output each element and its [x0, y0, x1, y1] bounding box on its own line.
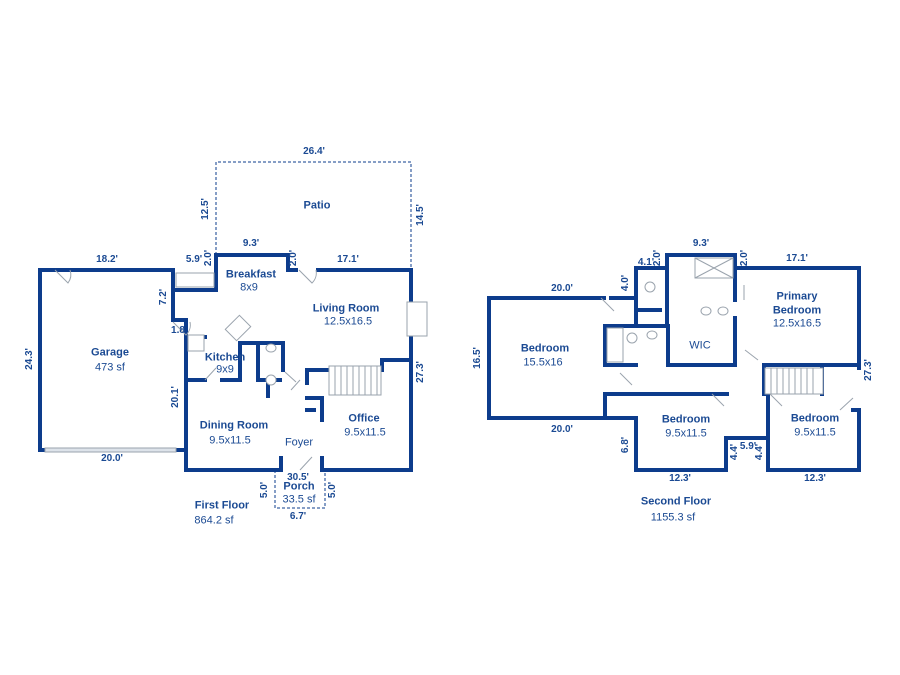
dim-sf-f: 4.4' — [729, 443, 740, 461]
dim-sf-right: 27.3' — [863, 359, 874, 381]
toilet-icon — [265, 374, 277, 386]
room-bed1-size: 15.5x16 — [523, 356, 563, 369]
room-garage-name: Garage — [91, 346, 129, 359]
room-bed3-size: 9.5x11.5 — [794, 426, 836, 439]
room-living-name: Living Room — [312, 302, 380, 315]
toilet-icon-2 — [644, 281, 656, 293]
room-primary-line1: Primary — [776, 290, 818, 303]
first-floor-area: 864.2 sf — [194, 514, 234, 527]
dim-sf-g: 5.9' — [739, 441, 757, 452]
dim-breakfast-top: 9.3' — [242, 238, 260, 249]
dim-porch-top: 30.5' — [287, 472, 309, 483]
dim-sf-bed2-bottom: 12.3' — [669, 473, 691, 484]
fireplace-icon — [406, 301, 428, 337]
dim-sf-mid-top: 9.3' — [692, 238, 710, 249]
room-primary-line2: Bedroom — [772, 304, 822, 317]
dim-porch-right: 5.0' — [327, 481, 338, 499]
dim-living-top: 17.1' — [337, 254, 359, 265]
stairs-second-floor — [764, 367, 824, 395]
dim-e: 1.8 — [171, 325, 185, 336]
dim-right: 27.3' — [415, 361, 426, 383]
room-patio-name: Patio — [303, 199, 331, 212]
sink-icon — [265, 343, 277, 353]
room-bed2-name: Bedroom — [661, 413, 711, 426]
dim-sf-h: 4.4' — [754, 443, 765, 461]
dim-sf-top-left: 20.0' — [551, 283, 573, 294]
room-porch-name: Porch — [283, 480, 315, 493]
stairs-first-floor — [328, 365, 382, 396]
dim-garage-top: 18.2' — [96, 254, 118, 265]
second-floor-walls — [487, 253, 861, 472]
second-floor-title: Second Floor — [640, 495, 712, 508]
dim-b: 2.0' — [203, 249, 214, 267]
room-bed3-name: Bedroom — [790, 412, 840, 425]
bathtub-icon — [606, 327, 624, 363]
dim-sf-left: 16.5' — [472, 347, 483, 369]
dim-f: 20.1' — [170, 386, 181, 408]
dim-sf-b: 4.1' — [637, 257, 655, 268]
dim-garage-left: 24.3' — [24, 348, 35, 370]
room-bed1-name: Bedroom — [520, 342, 570, 355]
dim-garage-bottom: 20.0' — [101, 453, 123, 464]
dim-sf-a: 4.0' — [620, 274, 631, 292]
first-floor-title: First Floor — [194, 499, 250, 512]
room-bed2-size: 9.5x11.5 — [665, 427, 707, 440]
room-office-size: 9.5x11.5 — [344, 426, 386, 439]
dim-c: 2.0' — [288, 249, 299, 267]
dim-a: 5.9' — [185, 254, 203, 265]
toilet-icon-3 — [626, 332, 638, 344]
garage-door — [44, 447, 177, 453]
room-primary-size: 12.5x16.5 — [772, 317, 822, 330]
room-dining-size: 9.5x11.5 — [209, 434, 251, 447]
dim-sf-top-right: 17.1' — [786, 253, 808, 264]
laundry-fixture — [175, 272, 215, 288]
dim-porch-left: 5.0' — [259, 481, 270, 499]
room-garage-size: 473 sf — [95, 361, 125, 374]
room-breakfast-size: 8x9 — [240, 281, 258, 294]
dim-sf-d: 2.0' — [739, 249, 750, 267]
dim-patio-top: 26.4' — [303, 146, 325, 157]
room-dining-name: Dining Room — [199, 419, 269, 432]
dim-d: 7.2' — [158, 288, 169, 306]
dim-porch-bottom: 6.7' — [289, 511, 307, 522]
dim-sf-c: 2.0' — [652, 249, 663, 267]
room-living-size: 12.5x16.5 — [323, 315, 373, 328]
room-kitchen-name: Kitchen — [204, 351, 246, 364]
room-breakfast-name: Breakfast — [225, 268, 277, 281]
dim-patio-right: 14.5' — [415, 204, 426, 226]
room-kitchen-size: 9x9 — [216, 363, 234, 376]
dim-sf-e: 6.8' — [620, 436, 631, 454]
sink-icon-2 — [700, 306, 712, 316]
first-floor-walls — [38, 253, 413, 472]
porch-outline — [274, 470, 326, 509]
range-icon — [187, 334, 205, 352]
dim-sf-bottom-left: 20.0' — [551, 424, 573, 435]
sink-icon-3 — [717, 306, 729, 316]
dim-patio-left: 12.5' — [200, 198, 211, 220]
room-wic-name: WIC — [689, 339, 711, 352]
room-porch-size: 33.5 sf — [282, 493, 316, 506]
room-office-name: Office — [348, 412, 380, 425]
sink-island-icon — [224, 314, 252, 342]
second-floor-area: 1155.3 sf — [650, 511, 696, 524]
patio-outline — [215, 161, 412, 270]
dim-sf-bed3-bottom: 12.3' — [804, 473, 826, 484]
room-foyer-name: Foyer — [284, 436, 314, 449]
sink-icon-4 — [646, 330, 658, 340]
